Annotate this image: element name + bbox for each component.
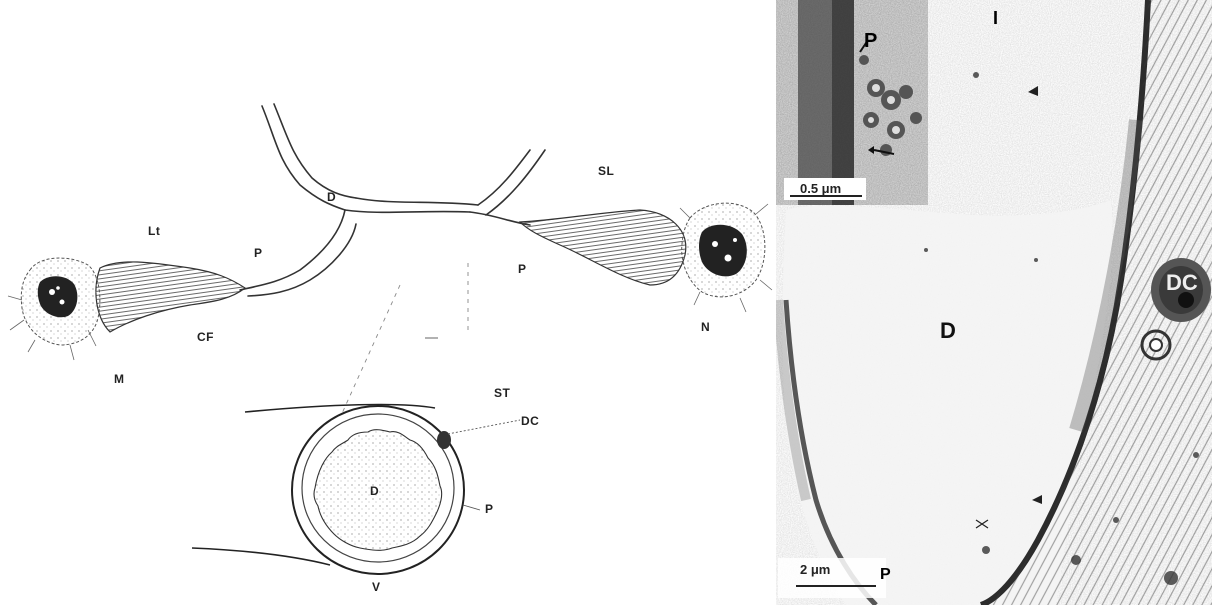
- label-p-right: P: [518, 262, 527, 276]
- label-p-inset: P: [864, 30, 877, 53]
- cross-section: [192, 405, 520, 574]
- label-dc: DC: [521, 414, 539, 428]
- label-p-bottom: P: [880, 566, 891, 584]
- right-process: [520, 210, 686, 285]
- left-process: [96, 262, 245, 332]
- label-inset-scale: 0.5 μm: [800, 181, 841, 196]
- label-d-main: D: [940, 318, 956, 344]
- label-d-lower: D: [370, 484, 379, 498]
- label-d-upper: D: [327, 190, 336, 204]
- duct-branches: [240, 104, 545, 296]
- label-panel-i: I: [993, 8, 998, 29]
- schematic-diagram: [0, 0, 780, 605]
- label-sl: SL: [598, 164, 614, 178]
- label-lt: Lt: [148, 224, 160, 238]
- right-cell-body: [680, 203, 772, 312]
- label-cf: CF: [197, 330, 214, 344]
- label-m: M: [114, 372, 125, 386]
- label-dc-main: DC: [1166, 270, 1198, 296]
- label-main-scale: 2 μm: [800, 562, 830, 577]
- inset-panel: [776, 0, 928, 205]
- label-n: N: [701, 320, 710, 334]
- label-p-lower: P: [485, 502, 494, 516]
- label-v: V: [372, 580, 381, 594]
- label-st: ST: [494, 386, 510, 400]
- electron-micrograph: [776, 0, 1212, 605]
- left-cell-body: [8, 258, 100, 360]
- label-p-left: P: [254, 246, 263, 260]
